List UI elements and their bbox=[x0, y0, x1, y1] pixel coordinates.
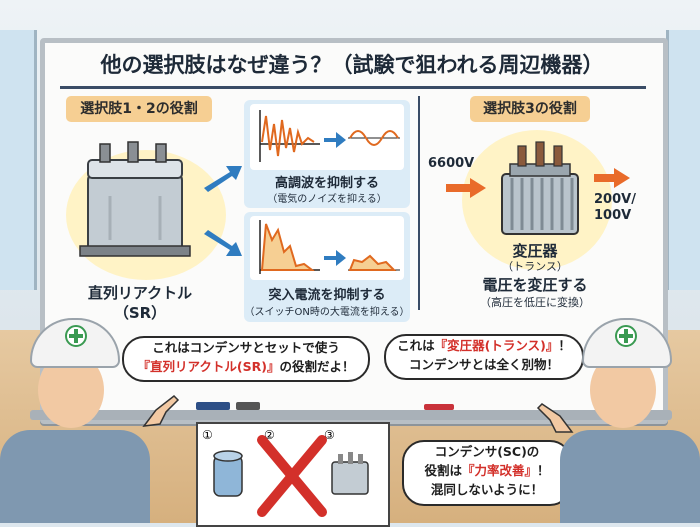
inrush-waveform-icon bbox=[259, 220, 400, 274]
left-section-badge: 選択肢1・2の役割 bbox=[66, 96, 212, 122]
safety-cross-icon bbox=[615, 325, 637, 347]
reactor-small-icon bbox=[331, 452, 369, 495]
window-right bbox=[666, 30, 700, 290]
reactor-icon bbox=[79, 141, 191, 257]
transformer-label: 変圧器 bbox=[512, 242, 558, 260]
reactor-abbr: （SR） bbox=[113, 304, 167, 322]
transformer-sub: （トランス） bbox=[502, 260, 568, 273]
chart2-caption: 突入電流を抑制する bbox=[268, 288, 386, 303]
bubble-right-pre: これは bbox=[397, 338, 435, 353]
eraser bbox=[236, 402, 260, 410]
bubble-left-rest: の役割だよ！ bbox=[279, 359, 355, 374]
bubble-left-line2: 『直列リアクトル(SR)』の役割だよ！ bbox=[124, 357, 368, 376]
harmonics-waveform-icon bbox=[259, 110, 400, 162]
bubble-left-highlight: 『直列リアクトル(SR)』 bbox=[137, 359, 280, 374]
cross-mark-icon bbox=[257, 435, 327, 517]
worker-left-body bbox=[0, 430, 150, 523]
bubble-bottom-highlight: 『力率改善』 bbox=[461, 463, 537, 478]
arrow-to-chart2 bbox=[204, 230, 242, 256]
section-divider bbox=[418, 96, 420, 310]
transformer-icon bbox=[501, 141, 579, 235]
bubble-bottom-pre: 役割は bbox=[424, 463, 462, 478]
choice-label-2: ② bbox=[264, 428, 275, 442]
transformer-caption: 電圧を変圧する bbox=[482, 276, 588, 294]
page-title: 他の選択肢はなぜ違う？（試験で狙われる周辺機器） bbox=[100, 53, 604, 77]
whiteboard-tray bbox=[30, 410, 672, 420]
marker-blue bbox=[196, 402, 230, 410]
bubble-bottom-post: ！ bbox=[537, 463, 550, 478]
marker-red bbox=[424, 404, 454, 410]
arrow-to-chart1 bbox=[204, 166, 242, 192]
title-underline bbox=[60, 86, 646, 89]
bubble-left-line1: これはコンデンサとセットで使う bbox=[152, 340, 340, 355]
chart1-note: （電気のノイズを抑える） bbox=[267, 194, 387, 205]
choice-label-3: ③ bbox=[324, 428, 335, 442]
chart1-caption: 高調波を抑制する bbox=[274, 176, 379, 191]
speech-bubble-bottom: コンデンサ(SC)の 役割は『力率改善』！ 混同しないように！ bbox=[402, 440, 572, 506]
speech-bubble-right: これは『変圧器(トランス)』！ コンデンサとは全く別物！ bbox=[384, 334, 584, 380]
bubble-bottom-line2: 役割は『力率改善』！ bbox=[404, 461, 570, 480]
bubble-right-line2: コンデンサとは全く別物！ bbox=[408, 357, 559, 372]
capacitor-icon bbox=[213, 450, 243, 497]
chart2-note: （スイッチON時の大電流を抑える） bbox=[244, 307, 410, 318]
arrow-output-voltage bbox=[594, 168, 630, 188]
output-voltage-label-2: 100V bbox=[594, 208, 632, 223]
bubble-bottom-line3: 混同しないように！ bbox=[430, 482, 544, 497]
bubble-right-line1: これは『変圧器(トランス)』！ bbox=[386, 336, 582, 355]
choice-label-1: ① bbox=[202, 428, 213, 442]
speech-bubble-left: これはコンデンサとセットで使う 『直列リアクトル(SR)』の役割だよ！ bbox=[122, 336, 370, 382]
worker-right-body bbox=[560, 430, 700, 523]
output-voltage-label-1: 200V/ bbox=[594, 192, 636, 207]
right-section-badge: 選択肢3の役割 bbox=[470, 96, 590, 122]
window-left bbox=[0, 30, 37, 290]
bubble-bottom-line1: コンデンサ(SC)の bbox=[434, 444, 540, 459]
arrow-input-voltage bbox=[446, 178, 486, 198]
bubble-right-post: ！ bbox=[558, 338, 571, 353]
open-hand-right bbox=[536, 403, 574, 433]
input-voltage-label: 6600V bbox=[428, 156, 475, 171]
reactor-label: 直列リアクトル bbox=[87, 284, 193, 302]
pointing-hand-left bbox=[142, 395, 180, 427]
transformer-note: （高圧を低圧に変換） bbox=[480, 296, 590, 309]
bubble-right-highlight: 『変圧器(トランス)』 bbox=[434, 338, 559, 353]
safety-cross-icon bbox=[65, 325, 87, 347]
